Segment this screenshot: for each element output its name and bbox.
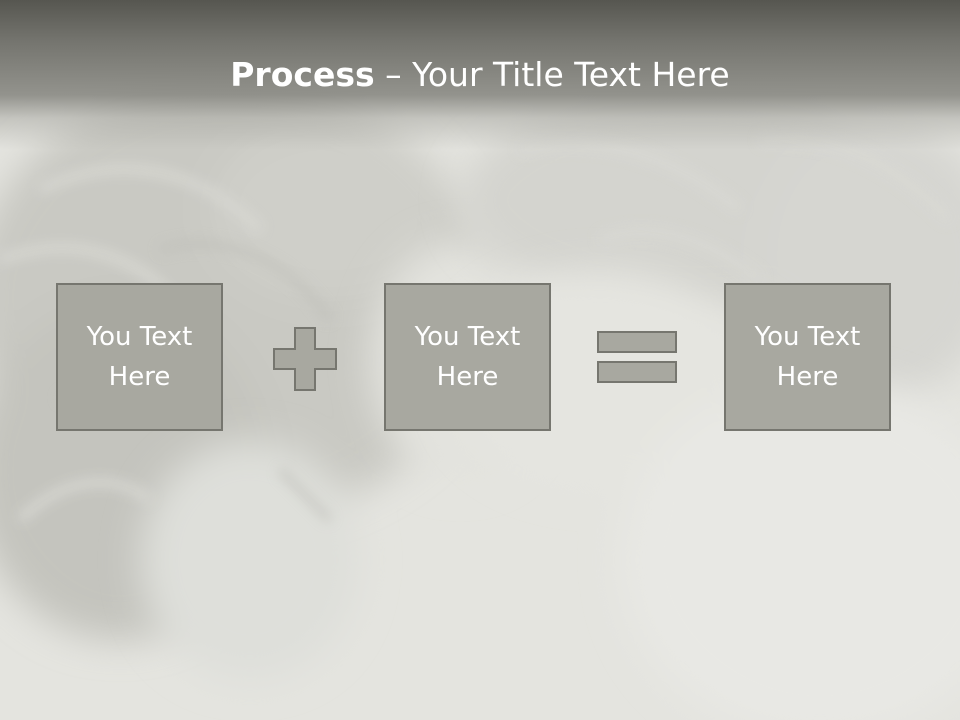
process-box-1-text: You Text Here <box>86 322 193 392</box>
slide-title: Process – Your Title Text Here <box>0 52 960 98</box>
process-box-1[interactable]: You Text Here <box>56 283 223 431</box>
process-box-2[interactable]: You Text Here <box>384 283 551 431</box>
plus-icon <box>273 327 337 391</box>
title-rest-text: – Your Title Text Here <box>374 55 730 94</box>
equals-icon <box>597 331 677 383</box>
process-box-3[interactable]: You Text Here <box>724 283 891 431</box>
title-bold-text: Process <box>230 55 375 94</box>
title-bar <box>0 0 960 150</box>
process-box-2-text: You Text Here <box>414 322 521 392</box>
process-box-3-text: You Text Here <box>754 322 861 392</box>
